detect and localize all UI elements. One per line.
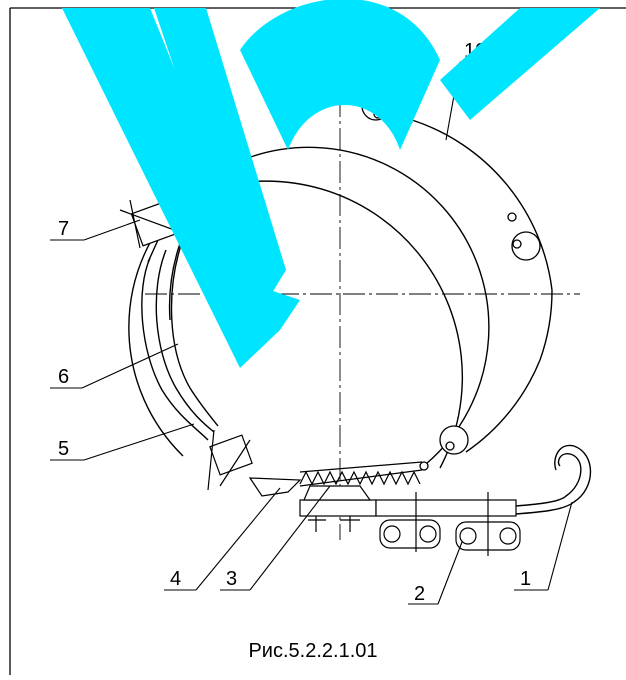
base-plate bbox=[299, 485, 517, 532]
callout-1: 1 bbox=[520, 568, 531, 590]
tension-spring bbox=[299, 461, 423, 487]
figure-caption: Рис.5.2.2.1.01 bbox=[248, 640, 378, 662]
callout-2: 2 bbox=[414, 583, 425, 605]
callout-3: 3 bbox=[226, 568, 237, 590]
callout-7: 7 bbox=[58, 218, 69, 240]
callout-6: 6 bbox=[58, 366, 69, 388]
outer-band bbox=[411, 119, 553, 453]
hook bbox=[515, 444, 592, 515]
rail-clamps bbox=[379, 492, 521, 556]
callout-4: 4 bbox=[170, 568, 181, 590]
bolt-assembly-bottom bbox=[207, 429, 302, 497]
watermark-logo bbox=[62, 0, 600, 368]
callout-5: 5 bbox=[58, 438, 69, 460]
